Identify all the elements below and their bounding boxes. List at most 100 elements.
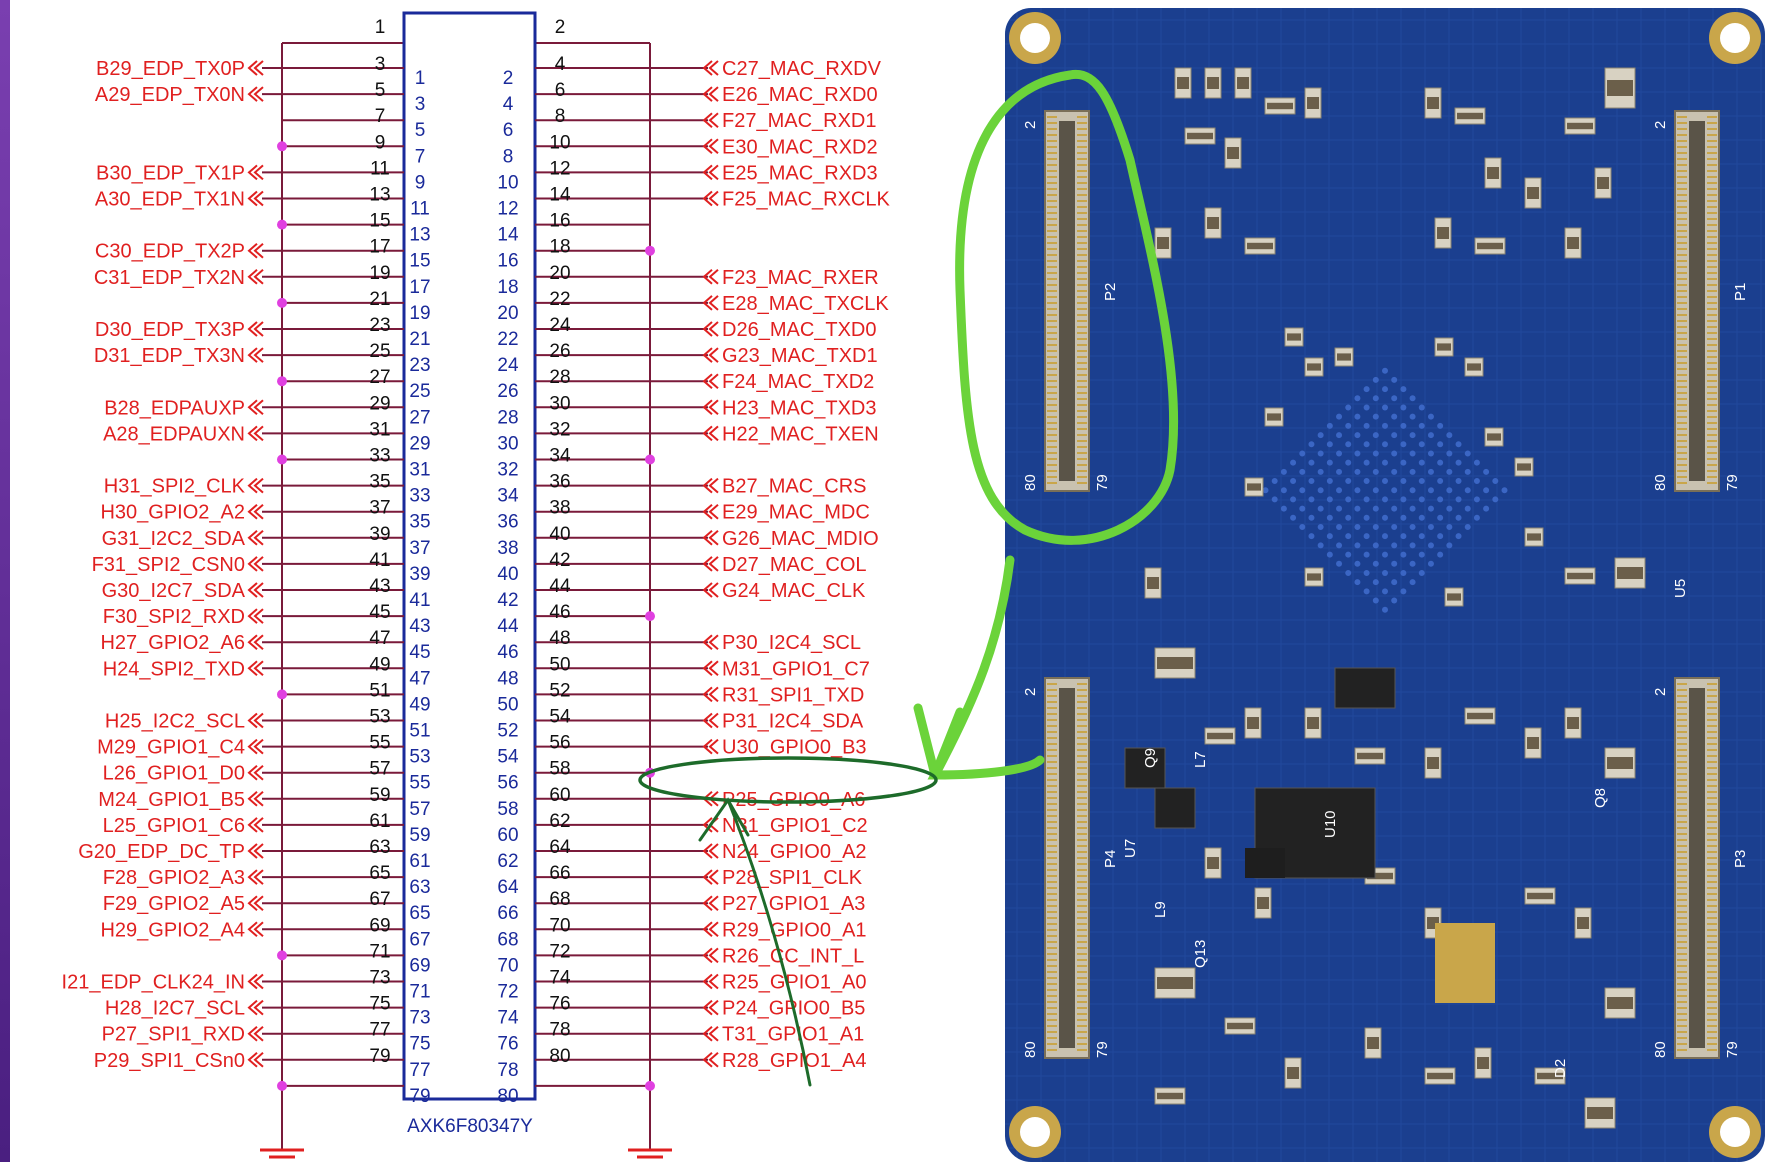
smd-component — [1304, 357, 1324, 377]
wire-number: 62 — [549, 811, 570, 832]
smd-component — [1434, 337, 1454, 357]
schematic-wires — [281, 42, 651, 1150]
signal-label: B29_EDP_TX0P — [96, 58, 245, 80]
mounting-hole — [1009, 12, 1061, 64]
smd-component — [1154, 967, 1196, 999]
wire-number: 65 — [369, 863, 390, 884]
signal-label: F23_MAC_RXER — [722, 267, 879, 289]
smd-component — [1284, 327, 1304, 347]
signal-port-arrow — [702, 712, 719, 729]
pin-number: 62 — [497, 851, 518, 872]
bga-via — [1372, 376, 1379, 383]
component-body — [1467, 712, 1493, 720]
smd-component — [1564, 567, 1596, 585]
ic-chip — [1154, 787, 1196, 829]
smd-component — [1354, 747, 1386, 765]
pin-number: 79 — [409, 1086, 430, 1107]
wire-number: 51 — [369, 680, 390, 701]
bga-via — [1345, 496, 1352, 503]
signal-port-arrow — [702, 190, 719, 207]
bga-via — [1363, 404, 1370, 411]
signal-label: G23_MAC_TXD1 — [722, 345, 878, 367]
smd-component — [1424, 747, 1442, 779]
signal-label: P24_GPIO0_B5 — [722, 998, 865, 1020]
wire-number-top-left: 1 — [375, 17, 386, 38]
wire-number: 64 — [549, 837, 571, 858]
ground-symbol — [628, 1148, 672, 1159]
silkscreen-label: L7 — [1192, 751, 1209, 768]
wire-number: 61 — [369, 811, 390, 832]
component-body — [1237, 77, 1249, 89]
signal-port-arrow — [247, 1052, 264, 1068]
pin-number: 17 — [409, 277, 430, 298]
smd-component — [1284, 1057, 1302, 1089]
connector-slot — [1059, 121, 1075, 481]
signal-label: D27_MAC_COL — [722, 554, 867, 576]
wire-number: 15 — [369, 211, 390, 232]
bga-via — [1418, 478, 1425, 485]
bga-via — [1464, 523, 1471, 530]
signal-label: G26_MAC_MDIO — [722, 528, 879, 550]
bga-via — [1308, 514, 1315, 521]
pin-number: 23 — [409, 355, 430, 376]
wire-number: 71 — [369, 941, 390, 962]
bga-via — [1437, 459, 1444, 466]
bga-via — [1391, 468, 1398, 475]
component-body — [1177, 77, 1189, 89]
wire-number: 6 — [555, 80, 566, 101]
ground-symbols — [260, 1148, 672, 1159]
wire-number: 80 — [549, 1046, 570, 1067]
bga-via — [1382, 386, 1388, 393]
smd-component — [1524, 177, 1542, 209]
bga-via — [1372, 579, 1379, 586]
wire-number: 29 — [369, 393, 390, 414]
hole-center — [1720, 1117, 1750, 1147]
signal-label: N24_GPIO0_A2 — [722, 841, 867, 863]
signal-port-arrow — [702, 269, 719, 285]
bga-via — [1437, 496, 1444, 503]
pin-number: 63 — [409, 877, 430, 898]
pin-number: 4 — [503, 94, 514, 115]
signal-port-arrow — [702, 503, 719, 520]
pin-number: 1 — [415, 68, 426, 89]
bga-via — [1271, 496, 1278, 503]
component-body — [1357, 752, 1383, 760]
component-body — [1267, 413, 1281, 421]
signal-label: R26_CC_INT_L — [722, 945, 864, 967]
wire-number-top-right: 2 — [555, 17, 566, 38]
bga-via — [1317, 432, 1324, 439]
component-body — [1367, 872, 1393, 880]
bga-via — [1382, 441, 1388, 448]
wire-number: 41 — [369, 550, 390, 571]
connector-pin-label: 79 — [1094, 474, 1111, 491]
bga-via — [1427, 542, 1434, 549]
bga-via — [1382, 514, 1388, 521]
signal-port-arrow — [247, 269, 264, 285]
bga-via — [1437, 533, 1444, 540]
junction-dot — [277, 297, 287, 308]
bga-via — [1455, 478, 1462, 485]
pin-number: 58 — [497, 799, 518, 820]
smd-component — [1444, 587, 1464, 607]
pin-number: 2 — [503, 68, 514, 89]
signal-label: P31_I2C4_SDA — [722, 711, 864, 733]
bga-via — [1400, 588, 1407, 595]
pin-number: 77 — [409, 1060, 430, 1081]
junction-dot — [277, 689, 287, 700]
signal-port-arrow — [702, 738, 719, 755]
pin-number: 57 — [409, 799, 430, 820]
silkscreen-label: Q13 — [1192, 940, 1209, 968]
component-body — [1427, 97, 1439, 109]
bga-via — [1409, 413, 1416, 420]
